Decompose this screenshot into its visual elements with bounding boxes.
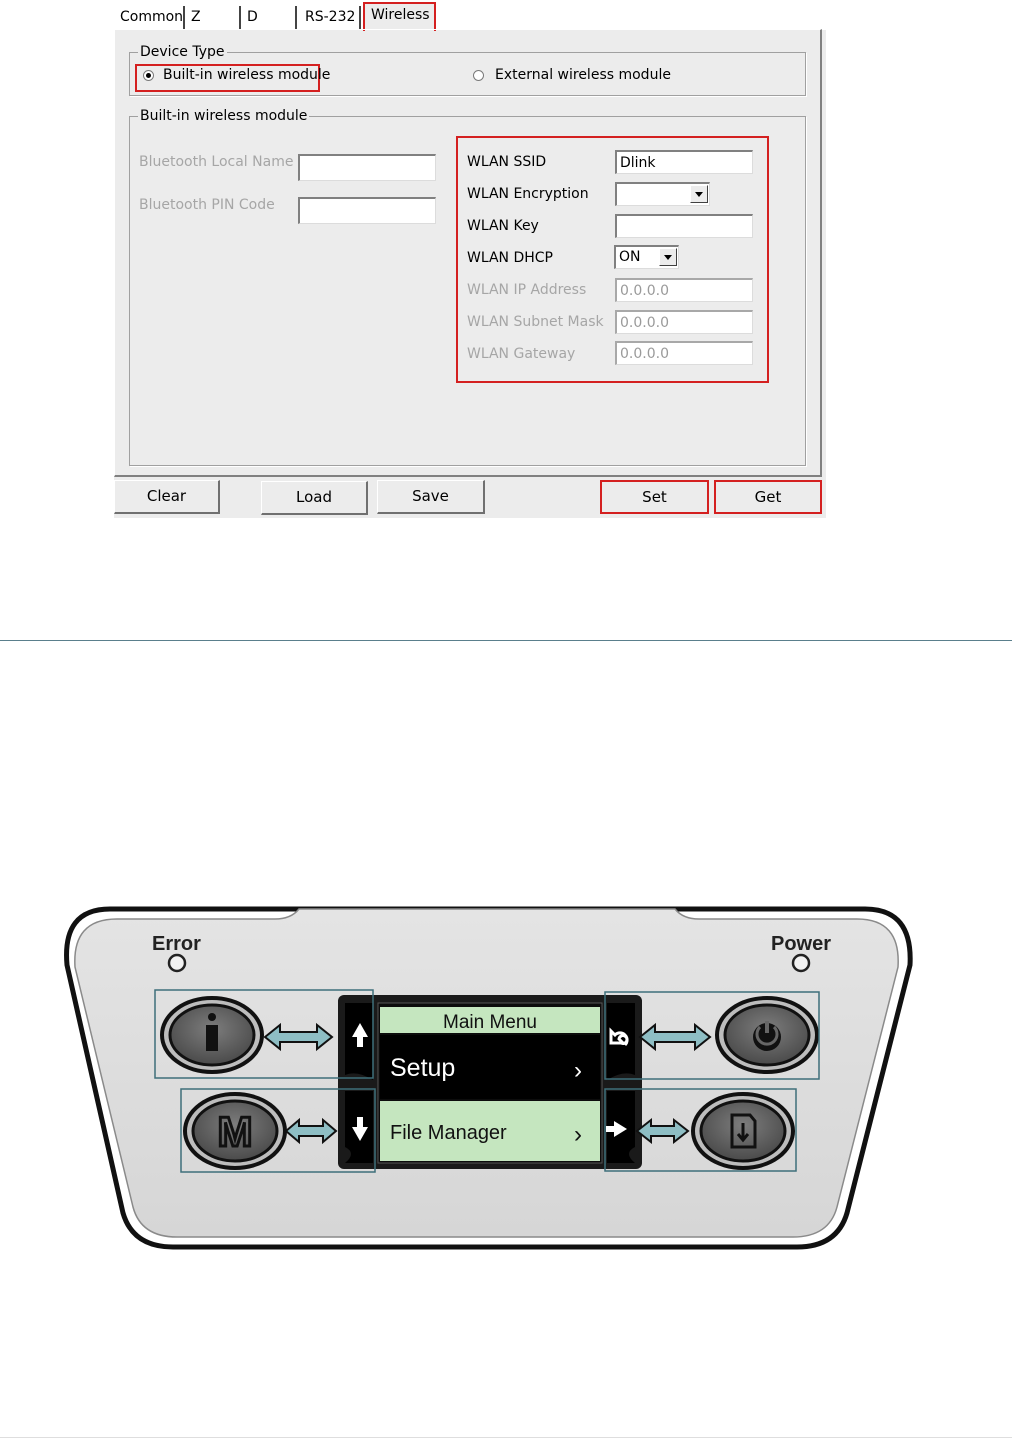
device-type-group: Device Type [129,44,806,96]
error-label: Error [152,933,201,955]
wlan-dhcp-select[interactable]: ON [614,245,679,269]
chevron-down-icon[interactable] [659,248,677,266]
wlan-encryption-label: WLAN Encryption [467,186,589,202]
tab-wireless[interactable]: Wireless [363,2,436,31]
save-button[interactable]: Save [377,480,485,514]
wlan-ip-label: WLAN IP Address [467,282,587,298]
printer-config-dialog: Common Z D RS-232 Wireless Device Type B… [114,2,826,518]
radio-external-label: External wireless module [495,67,671,83]
power-label: Power [771,933,831,955]
builtin-module-legend: Built-in wireless module [140,108,308,124]
power-icon [753,1021,781,1051]
wlan-subnet-label: WLAN Subnet Mask [467,314,604,330]
wlan-key-label: WLAN Key [467,218,539,234]
tab-panel [114,29,822,477]
tab-common[interactable]: Common [114,6,185,30]
builtin-module-group: Built-in wireless module [129,108,806,466]
menu-m-icon: M [218,1108,253,1155]
lcd-item-file-manager: File Manager [390,1122,507,1144]
arrow-up-icon [352,1023,368,1047]
bluetooth-name-input[interactable] [298,154,436,181]
page-divider [0,640,1012,641]
double-arrow-icon [638,1022,712,1052]
chevron-down-icon[interactable] [690,185,708,203]
lcd-item[interactable] [380,1101,600,1161]
wlan-dhcp-value: ON [619,249,641,265]
error-led [167,953,187,973]
callout-boxes [154,989,820,1173]
bluetooth-pin-input[interactable] [298,197,436,224]
menu-key[interactable]: M [183,1092,287,1170]
feed-icon [730,1113,757,1149]
tab-d[interactable]: D [241,6,297,30]
power-key[interactable] [715,996,819,1074]
lcd-item-setup: Setup [390,1054,455,1082]
feed-key[interactable] [691,1092,795,1170]
wlan-highlight-box [456,136,769,383]
bluetooth-pin-label: Bluetooth PIN Code [139,197,275,213]
wlan-gateway-label: WLAN Gateway [467,346,576,362]
device-type-legend: Device Type [140,44,225,60]
wlan-encryption-select[interactable] [615,182,710,206]
wlan-key-input[interactable] [615,214,753,238]
wlan-ssid-input[interactable] [615,150,753,174]
page-footer-line [0,1437,1012,1438]
callout-arrows [263,1022,712,1145]
chevron-right-icon: › [574,1057,582,1084]
radio-builtin-label: Built-in wireless module [163,67,331,83]
bluetooth-name-label: Bluetooth Local Name [139,154,294,170]
wlan-ip-input [615,278,753,302]
chevron-right-icon: › [574,1121,582,1148]
arrow-right-icon [606,1121,627,1137]
clear-button[interactable]: Clear [114,480,220,514]
info-icon [206,1013,218,1051]
arrow-down-icon [352,1117,368,1141]
power-led [791,953,811,973]
printer-control-panel: Error Power Main Menu Setup › File Manag… [55,895,925,1255]
info-key[interactable] [160,996,264,1074]
lcd-assembly: Main Menu Setup › File Manager › [338,995,642,1169]
builtin-highlight-box [135,64,320,92]
radio-builtin[interactable] [143,70,154,81]
double-arrow-icon [284,1117,338,1145]
tab-rs232[interactable]: RS-232 [299,6,361,30]
wlan-subnet-input [615,310,753,334]
get-button[interactable]: Get [714,480,822,514]
load-button[interactable]: Load [261,481,368,515]
printer-panel-illustration: Error Power Main Menu Setup › File Manag… [64,906,913,1250]
tab-z[interactable]: Z [185,6,241,30]
lcd-item-selected[interactable] [380,1035,600,1099]
double-arrow-icon [635,1117,690,1145]
radio-external[interactable] [473,70,484,81]
lcd-title: Main Menu [443,1012,537,1033]
set-button[interactable]: Set [600,480,709,514]
wlan-dhcp-label: WLAN DHCP [467,250,553,266]
double-arrow-icon [263,1022,334,1052]
lcd-title-bar [380,1007,600,1033]
wlan-ssid-label: WLAN SSID [467,154,547,170]
wlan-gateway-input [615,341,753,365]
return-icon [609,1027,629,1047]
tab-strip: Common Z D RS-232 Wireless [114,2,826,31]
